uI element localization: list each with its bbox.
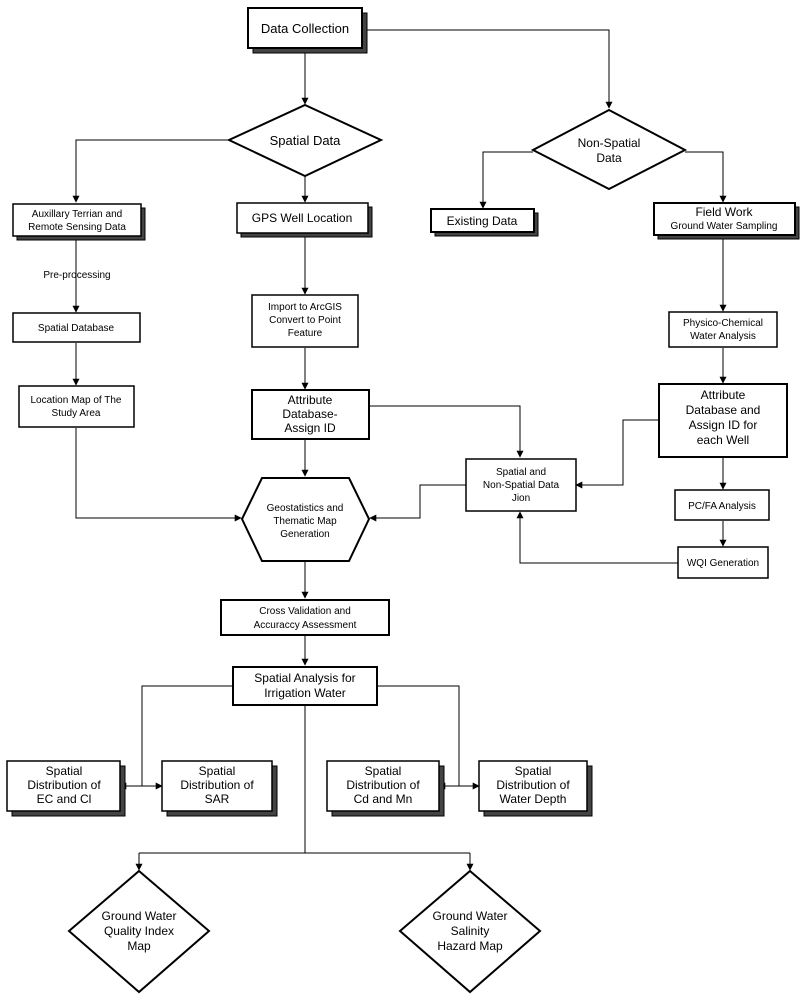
node-depth-line-3: Water Depth bbox=[500, 792, 567, 806]
node-attribute-database-right: Attribute Database and Assign ID for eac… bbox=[658, 383, 788, 458]
node-location-map: Location Map of The Study Area bbox=[18, 385, 135, 428]
node-cd-line-2: Distribution of bbox=[346, 778, 420, 792]
node-auxiliary-line-1: Auxillary Terrian and bbox=[32, 209, 122, 220]
node-field-work-line-1: Field Work bbox=[695, 205, 753, 219]
node-geostatistics: Geostatistics and Thematic Map Generatio… bbox=[240, 477, 371, 562]
edge-analysis-left-bus bbox=[141, 685, 233, 786]
node-data-join: Spatial and Non-Spatial Data Jion bbox=[465, 458, 577, 512]
node-ec-line-1: Spatial bbox=[46, 764, 83, 778]
node-physico-chemical: Physico-Chemical Water Analysis bbox=[668, 311, 778, 348]
node-physico-line-1: Physico-Chemical bbox=[683, 318, 763, 329]
node-import-line-1: Import to ArcGIS bbox=[268, 302, 342, 313]
node-spatial-data-label: Spatial Data bbox=[270, 133, 342, 148]
edge-nonspatial-to-fieldwork bbox=[685, 151, 727, 203]
node-spatial-analysis: Spatial Analysis for Irrigation Water bbox=[232, 666, 378, 706]
node-import-arcgis: Import to ArcGIS Convert to Point Featur… bbox=[251, 294, 359, 348]
node-field-work: Field Work Ground Water Sampling bbox=[653, 202, 800, 240]
node-wqi-generation: WQI Generation bbox=[677, 546, 769, 579]
node-field-work-line-2: Ground Water Sampling bbox=[671, 221, 778, 232]
node-salinity-line-3: Hazard Map bbox=[437, 939, 503, 953]
node-location-line-2: Study Area bbox=[52, 408, 101, 419]
node-join-line-3: Jion bbox=[512, 493, 530, 504]
node-data-collection: Data Collection bbox=[247, 7, 368, 54]
node-data-collection-label: Data Collection bbox=[261, 21, 349, 36]
node-gps-well-location: GPS Well Location bbox=[236, 202, 373, 238]
node-gwqi-line-2: Quality Index bbox=[104, 924, 174, 938]
node-pcfa-analysis: PC/FA Analysis bbox=[674, 489, 770, 521]
node-gwqi-map: Ground Water Quality Index Map bbox=[67, 869, 211, 994]
edge-collection-to-nonspatial bbox=[363, 29, 613, 109]
node-analysis-line-1: Spatial Analysis for bbox=[254, 671, 355, 685]
node-attr-right-line-3: Assign ID for bbox=[689, 418, 758, 432]
node-sar-line-1: Spatial bbox=[199, 764, 236, 778]
node-spatial-database: Spatial Database bbox=[12, 312, 141, 343]
node-non-spatial-data: Non-Spatial Data bbox=[530, 108, 688, 191]
node-distribution-water-depth: Spatial Distribution of Water Depth bbox=[478, 760, 593, 817]
edges bbox=[72, 29, 727, 871]
node-ec-line-2: Distribution of bbox=[27, 778, 101, 792]
edge-attrleft-to-join bbox=[370, 405, 524, 458]
node-auxiliary-line-2: Remote Sensing Data bbox=[28, 222, 126, 233]
node-import-line-3: Feature bbox=[288, 328, 323, 339]
node-sar-line-2: Distribution of bbox=[180, 778, 254, 792]
node-crossval-line-1: Cross Validation and bbox=[259, 606, 351, 617]
edge-nonspatial-to-existing bbox=[479, 151, 533, 209]
node-analysis-line-2: Irrigation Water bbox=[264, 686, 346, 700]
node-geostat-line-2: Thematic Map bbox=[273, 516, 337, 527]
node-cd-line-1: Spatial bbox=[365, 764, 402, 778]
node-gwqi-line-1: Ground Water bbox=[102, 909, 177, 923]
node-depth-line-2: Distribution of bbox=[496, 778, 570, 792]
node-attr-left-line-3: Assign ID bbox=[284, 421, 336, 435]
node-physico-line-2: Water Analysis bbox=[690, 331, 756, 342]
node-join-line-1: Spatial and bbox=[496, 467, 546, 478]
node-salinity-line-1: Ground Water bbox=[433, 909, 508, 923]
edge-join-to-geostat bbox=[369, 484, 466, 522]
node-attr-right-line-2: Database and bbox=[686, 403, 761, 417]
node-pcfa-label: PC/FA Analysis bbox=[688, 501, 756, 512]
node-salinity-map: Ground Water Salinity Hazard Map bbox=[398, 869, 542, 994]
node-attr-right-line-4: each Well bbox=[697, 433, 749, 447]
preprocessing-label: Pre-processing bbox=[43, 270, 110, 281]
node-existing-data: Existing Data bbox=[430, 208, 539, 237]
node-import-line-2: Convert to Point bbox=[269, 315, 341, 326]
edge-location-to-geostat bbox=[75, 428, 242, 522]
node-distribution-ec-cl: Spatial Distribution of EC and Cl bbox=[6, 760, 126, 817]
node-non-spatial-line-2: Data bbox=[596, 151, 622, 165]
edge-attrright-to-join bbox=[575, 419, 659, 489]
node-wqi-label: WQI Generation bbox=[687, 558, 759, 569]
node-spatial-data: Spatial Data bbox=[226, 103, 384, 178]
node-spatial-database-label: Spatial Database bbox=[38, 323, 115, 334]
node-geostat-line-1: Geostatistics and bbox=[267, 503, 344, 514]
node-ec-line-3: EC and Cl bbox=[37, 792, 92, 806]
node-non-spatial-line-1: Non-Spatial bbox=[578, 136, 641, 150]
node-cross-validation: Cross Validation and Accuraccy Assessmen… bbox=[220, 599, 390, 636]
node-attr-left-line-1: Attribute bbox=[288, 393, 333, 407]
node-cd-line-3: Cd and Mn bbox=[354, 792, 413, 806]
node-attr-right-line-1: Attribute bbox=[701, 388, 746, 402]
node-salinity-line-2: Salinity bbox=[451, 924, 490, 938]
node-distribution-cd-mn: Spatial Distribution of Cd and Mn bbox=[326, 760, 445, 817]
node-gps-label: GPS Well Location bbox=[252, 211, 353, 225]
edge-analysis-right-bus bbox=[377, 685, 460, 786]
node-geostat-line-3: Generation bbox=[280, 529, 329, 540]
node-crossval-line-2: Accuraccy Assessment bbox=[254, 620, 357, 631]
node-existing-label: Existing Data bbox=[447, 214, 518, 228]
edge-wqi-to-join bbox=[516, 511, 678, 564]
node-join-line-2: Non-Spatial Data bbox=[483, 480, 560, 491]
node-sar-line-3: SAR bbox=[205, 792, 230, 806]
edge-spatial-to-auxiliary bbox=[72, 139, 229, 203]
node-attribute-database-left: Attribute Database- Assign ID bbox=[251, 389, 370, 440]
node-gwqi-line-3: Map bbox=[127, 939, 151, 953]
node-auxiliary-data: Auxillary Terrian and Remote Sensing Dat… bbox=[12, 203, 146, 241]
node-distribution-sar: Spatial Distribution of SAR bbox=[161, 760, 278, 817]
node-attr-left-line-2: Database- bbox=[282, 407, 337, 421]
node-depth-line-1: Spatial bbox=[515, 764, 552, 778]
node-location-line-1: Location Map of The bbox=[31, 395, 122, 406]
